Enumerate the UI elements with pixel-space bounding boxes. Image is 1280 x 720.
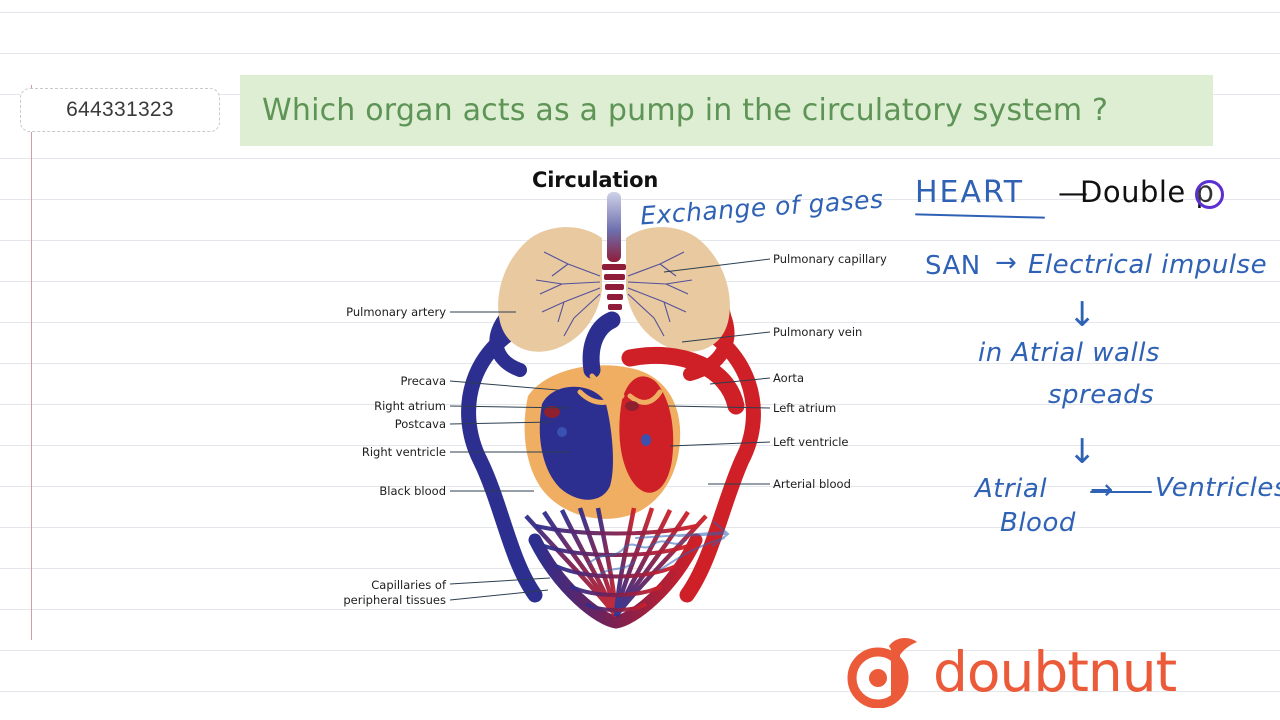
circulation-diagram: Circulation [330, 160, 910, 630]
diagram-label-black-blood: Black blood [379, 484, 446, 498]
diagram-label-capillaries-line2: peripheral tissues [343, 593, 446, 607]
notebook-margin-line [31, 85, 32, 640]
annotation-arrow-down-1: ↓ [1068, 295, 1097, 335]
diagram-title: Circulation [532, 168, 659, 192]
diagram-label-left-ventricle: Left ventricle [773, 435, 849, 449]
circulation-illustration [461, 192, 761, 629]
annotation-heart: HEART [915, 175, 1025, 210]
annotation-spreads: spreads [1048, 380, 1155, 410]
annotation-heart-underline [914, 213, 1046, 219]
question-id-value: 644331323 [66, 98, 174, 121]
annotation-arrow-right-1: → [995, 248, 1018, 278]
annotation-arrow-right-2-shaft [1090, 491, 1152, 493]
diagram-label-pulmonary-capillary: Pulmonary capillary [773, 252, 887, 266]
annotation-arrow-down-2: ↓ [1068, 432, 1097, 472]
annotation-san: SAN [925, 251, 981, 281]
question-id-badge: 644331323 [20, 88, 220, 132]
annotation-dash: — [1058, 176, 1089, 211]
question-text: Which organ acts as a pump in the circul… [262, 93, 1109, 128]
doubtnut-logo-icon [847, 637, 917, 708]
annotation-blood: Blood [1000, 508, 1076, 538]
annotation-ventricles: Ventricles [1155, 473, 1280, 503]
diagram-label-aorta: Aorta [773, 371, 804, 385]
diagram-label-precava: Precava [400, 374, 446, 388]
diagram-label-arterial-blood: Arterial blood [773, 477, 851, 491]
question-banner: Which organ acts as a pump in the circul… [240, 75, 1213, 146]
annotation-electrical-impulse: Electrical impulse [1028, 250, 1268, 280]
pen-cursor-icon [1195, 180, 1224, 209]
annotation-double-pump: Double p [1080, 175, 1215, 209]
annotation-arrow-right-2: → [1090, 473, 1114, 506]
diagram-label-capillaries-line1: Capillaries of [371, 578, 446, 592]
diagram-label-postcava: Postcava [394, 417, 446, 431]
diagram-label-right-atrium: Right atrium [374, 399, 446, 413]
annotation-in-atrial-walls: in Atrial walls [978, 338, 1160, 368]
annotation-atrial: Atrial [975, 474, 1048, 504]
annotation-capillary-scribble [587, 521, 730, 575]
doubtnut-logo: doubtnut [845, 636, 1177, 708]
diagram-label-pulmonary-artery: Pulmonary artery [346, 305, 446, 319]
diagram-label-pulmonary-vein: Pulmonary vein [773, 325, 863, 339]
doubtnut-wordmark: doubtnut [933, 640, 1177, 704]
diagram-label-right-ventricle: Right ventricle [361, 445, 446, 459]
diagram-label-left-atrium: Left atrium [773, 401, 837, 415]
